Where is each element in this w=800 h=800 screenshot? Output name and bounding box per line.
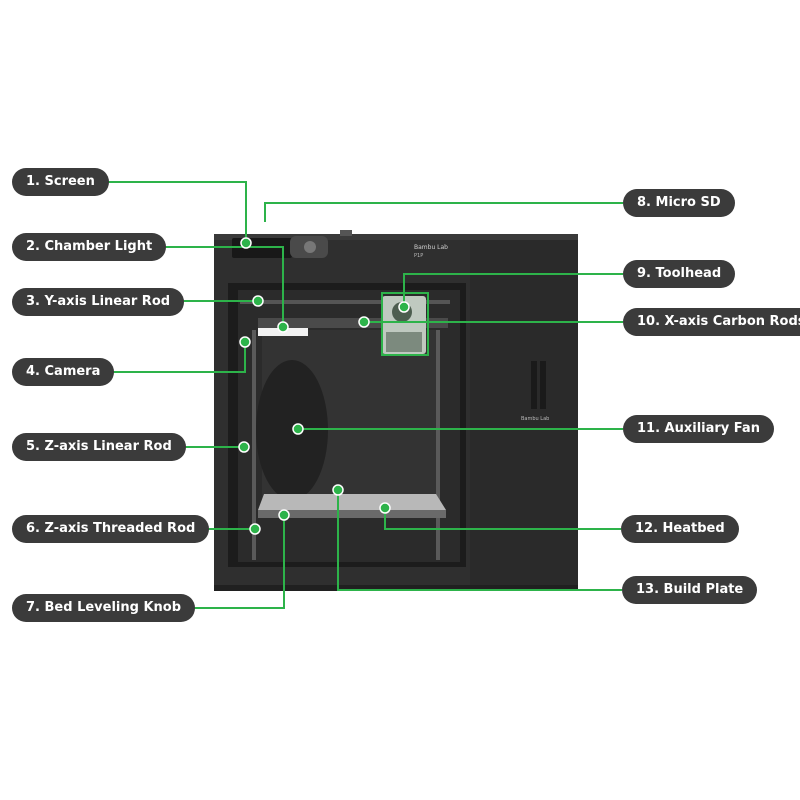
printer-illustration: Bambu Lab P1P Bambu Lab: [214, 230, 578, 591]
label-toolhead: 9. Toolhead: [623, 260, 736, 288]
side-logo-text: Bambu Lab: [521, 416, 549, 422]
label-z-axis-threaded-rod: 6. Z-axis Threaded Rod: [12, 515, 210, 543]
printer-base: [214, 585, 578, 591]
top-notch-shape: [340, 230, 352, 236]
label-bed-leveling-knob: 7. Bed Leveling Knob: [12, 594, 196, 622]
callout-dot-heatbed: [379, 502, 391, 514]
callout-line-chamber-light: [151, 246, 284, 327]
callout-dot-x-axis-carbon-rods: [358, 316, 370, 328]
control-knob-shape: [304, 241, 316, 253]
z-rod-shape-right: [436, 330, 440, 560]
label-x-axis-carbon-rods: 10. X-axis Carbon Rods: [623, 308, 800, 336]
callout-dot-chamber-light: [277, 321, 289, 333]
callout-dot-y-axis-linear-rod: [252, 295, 264, 307]
build-plate-shape: [258, 494, 446, 510]
callout-dots: [238, 237, 410, 535]
callout-line-micro-sd: [264, 202, 623, 222]
label-y-axis-linear-rod: 3. Y-axis Linear Rod: [12, 288, 185, 316]
auxiliary-fan-shape: [256, 360, 328, 500]
label-camera: 4. Camera: [12, 358, 115, 386]
callout-dot-auxiliary-fan: [292, 423, 304, 435]
callout-dot-screen: [240, 237, 252, 249]
label-auxiliary-fan: 11. Auxiliary Fan: [623, 415, 774, 443]
callout-lines: [100, 181, 623, 609]
callout-line-bed-leveling-knob: [173, 515, 285, 609]
printer-model-text: P1P: [414, 253, 423, 259]
callout-line-toolhead: [403, 273, 623, 307]
callout-line-build-plate: [337, 490, 622, 591]
callout-dot-toolhead: [398, 301, 410, 313]
label-screen: 1. Screen: [12, 168, 109, 196]
label-z-axis-linear-rod: 5. Z-axis Linear Rod: [12, 433, 186, 461]
callout-dot-z-axis-linear-rod: [238, 441, 250, 453]
printer-brand-text: Bambu Lab: [414, 244, 448, 251]
heatbed-shape: [258, 510, 446, 518]
x-gantry-shape: [258, 318, 448, 328]
callout-dot-build-plate: [332, 484, 344, 496]
callout-dot-camera: [239, 336, 251, 348]
toolhead-lower-shape: [386, 332, 422, 352]
printer-top-edge: [214, 234, 578, 240]
printer-side-panel: [470, 237, 578, 589]
side-logo-bar-1: [531, 361, 537, 409]
label-build-plate: 13. Build Plate: [622, 576, 758, 604]
callout-dot-z-axis-threaded-rod: [249, 523, 261, 535]
callout-dot-bed-leveling-knob: [278, 509, 290, 521]
callout-line-camera: [101, 342, 246, 373]
callout-line-heatbed: [384, 508, 621, 530]
toolhead-highlight-box: [381, 292, 429, 356]
z-rod-shape-left: [252, 330, 256, 560]
label-heatbed: 12. Heatbed: [621, 515, 739, 543]
label-chamber-light: 2. Chamber Light: [12, 233, 167, 261]
side-logo-bar-2: [540, 361, 546, 409]
y-rod-shape: [240, 300, 450, 304]
callout-line-screen: [100, 181, 247, 243]
label-micro-sd: 8. Micro SD: [623, 189, 735, 217]
